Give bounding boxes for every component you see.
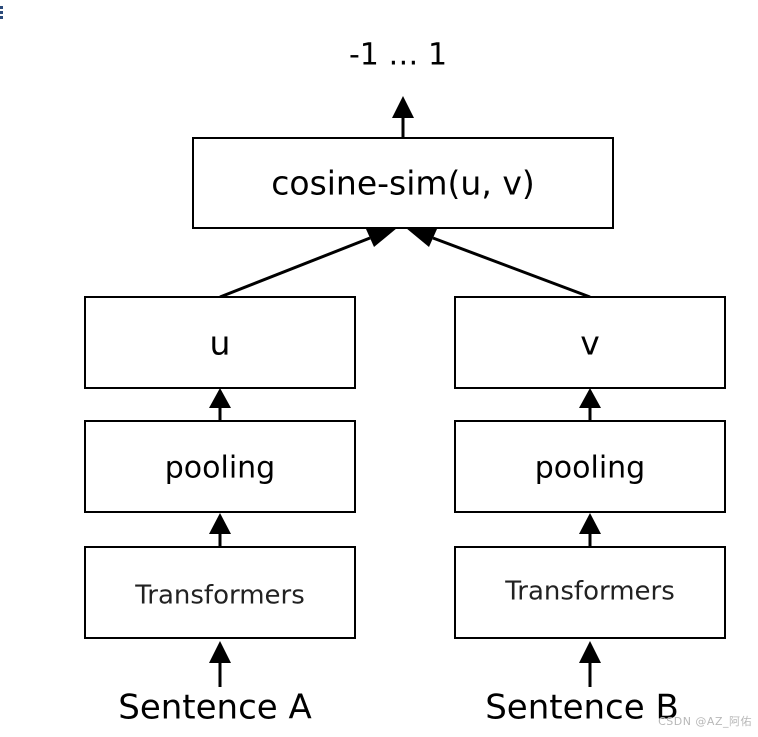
sentence-b-label: Sentence B (485, 688, 679, 728)
pooling-label-right: pooling (535, 451, 645, 486)
sentence-a-label: Sentence A (118, 688, 312, 728)
cosine-sim-label: cosine-sim(u, v) (271, 164, 535, 203)
v-label: v (580, 324, 600, 363)
arrow-v-to-cosine (432, 236, 591, 299)
arrow-v-to-cosine-head (406, 228, 437, 247)
arrow-u-to-cosine-head (366, 228, 397, 247)
pooling-box-left (84, 420, 356, 513)
transformers-label-right: Transformers (504, 577, 675, 607)
arrow-transformers-to-pooling-left-head (209, 513, 231, 534)
arrow-sentence-b-to-transformers-head (579, 641, 601, 663)
transformers-label-left: Transformers (134, 581, 305, 611)
transformers-box-left (84, 546, 356, 639)
arrow-pooling-to-v-right-head (579, 388, 601, 408)
right-branch: v pooling Transformers Sentence B (454, 296, 726, 728)
arrow-pooling-to-u-left-head (209, 388, 231, 408)
corner-menu-icon (0, 6, 6, 21)
arrow-sentence-a-to-transformers-head (209, 641, 231, 663)
cosine-sim-node: cosine-sim(u, v) (192, 137, 614, 229)
u-box (84, 296, 356, 389)
csdn-watermark: CSDN @AZ_阿佑 (658, 715, 752, 728)
arrow-cosine-to-output-head (392, 96, 414, 118)
transformers-box-right (454, 546, 726, 639)
u-label: u (210, 324, 231, 363)
arrow-u-to-cosine (219, 236, 371, 299)
v-box (454, 296, 726, 389)
output-range-label: -1 … 1 (349, 38, 447, 73)
arrow-transformers-to-pooling-right-head (579, 513, 601, 534)
cosine-sim-box (192, 137, 614, 229)
pooling-label-left: pooling (165, 451, 275, 486)
pooling-box-right (454, 420, 726, 513)
left-branch: u pooling Transformers Sentence A (84, 296, 356, 728)
